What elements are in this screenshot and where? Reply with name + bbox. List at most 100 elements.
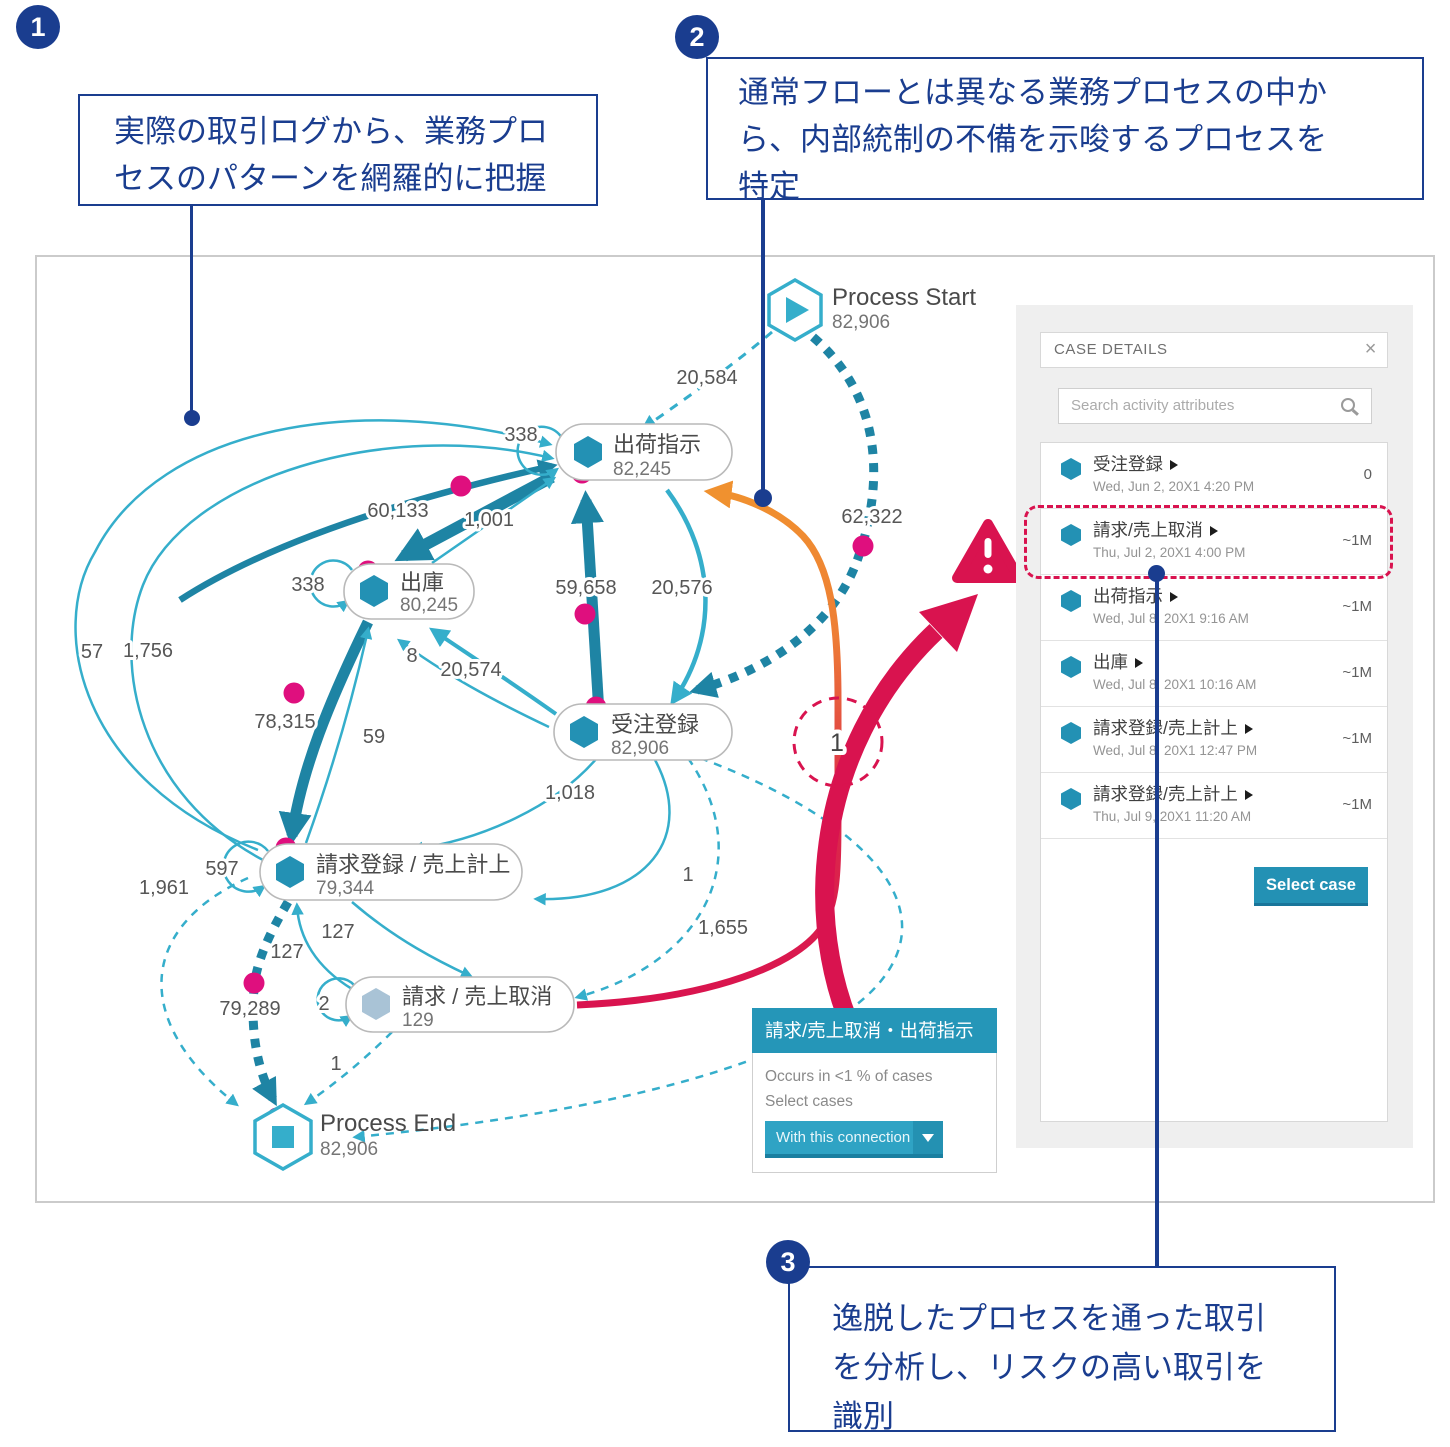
hexagon-icon — [1061, 788, 1081, 810]
svg-text:1,001: 1,001 — [464, 509, 514, 531]
caret-right-icon — [1244, 724, 1253, 734]
node-process-start[interactable]: Process Start 82,906 — [767, 277, 976, 343]
callout-1-box: 実際の取引ログから、業務プロセスのパターンを網羅的に把握 — [78, 94, 598, 206]
caret-right-icon — [1209, 526, 1218, 536]
node-order-entry-label: 受注登録 — [611, 712, 699, 737]
callout-2-badge: 2 — [675, 15, 719, 59]
item-date: Wed, Jul 8, 20X1 9:16 AM — [1093, 611, 1249, 626]
node-goods-issue-value: 80,245 — [400, 595, 458, 616]
caret-right-icon — [1135, 658, 1143, 668]
node-order-entry[interactable]: 受注登録 82,906 — [553, 703, 733, 761]
with-this-connection-dropdown[interactable]: With this connection — [765, 1121, 943, 1158]
hexagon-icon — [1061, 590, 1081, 612]
anomaly-count-label: 1 — [830, 729, 844, 757]
item-label: 請求登録/売上計上 — [1093, 718, 1238, 738]
node-process-start-label: Process Start — [832, 284, 976, 311]
svg-text:1,756: 1,756 — [123, 640, 173, 662]
caret-right-icon — [1170, 460, 1178, 470]
node-billing-cancel-value: 129 — [402, 1010, 434, 1031]
node-billing-value: 79,344 — [316, 878, 375, 899]
callout-2-connector — [761, 199, 765, 491]
hexagon-icon — [1061, 524, 1081, 546]
svg-text:79,289: 79,289 — [219, 998, 280, 1020]
activity-list: 受注登録 Wed, Jun 2, 20X1 4:20 PM 0 請求/売上取消 … — [1024, 442, 1393, 1122]
item-date: Wed, Jun 2, 20X1 4:20 PM — [1093, 479, 1255, 494]
search-input[interactable] — [1069, 389, 1323, 422]
risk-arrow — [815, 594, 978, 1067]
item-label: 受注登録 — [1093, 454, 1163, 474]
hexagon-icon — [1061, 656, 1081, 678]
item-label: 請求登録/売上計上 — [1093, 784, 1238, 804]
node-shipping-instruction[interactable]: 出荷指示 82,245 — [555, 423, 733, 481]
callout-1-connector — [190, 206, 193, 412]
svg-text:1,655: 1,655 — [698, 917, 748, 939]
warning-icon — [952, 519, 1024, 583]
node-billing[interactable]: 請求登録 / 売上計上 79,344 — [259, 843, 523, 901]
item-value: ~1M — [1342, 598, 1372, 615]
list-item[interactable]: 出庫 Wed, Jul 8, 20X1 10:16 AM ~1M — [1041, 641, 1387, 707]
list-item-highlighted[interactable]: 請求/売上取消 Thu, Jul 2, 20X1 4:00 PM ~1M — [1024, 505, 1393, 579]
node-goods-issue[interactable]: 出庫 80,245 — [343, 563, 475, 620]
svg-text:20,584: 20,584 — [676, 367, 737, 389]
close-icon[interactable]: × — [1364, 338, 1377, 360]
dropdown-label: With this connection — [776, 1129, 911, 1146]
node-shipping-label: 出荷指示 — [613, 432, 701, 457]
node-shipping-value: 82,245 — [613, 459, 671, 480]
item-value: ~1M — [1342, 796, 1372, 813]
svg-text:62,322: 62,322 — [841, 506, 902, 528]
svg-text:338: 338 — [504, 424, 537, 446]
svg-text:1: 1 — [682, 864, 693, 886]
node-process-end[interactable]: Process End 82,906 — [253, 1102, 456, 1172]
process-map-frame — [35, 255, 1435, 1203]
svg-text:60,133: 60,133 — [367, 500, 428, 522]
svg-text:59: 59 — [363, 726, 385, 748]
caret-right-icon — [1244, 790, 1253, 800]
item-value: 0 — [1363, 466, 1372, 483]
item-date: Thu, Jul 9, 20X1 11:20 AM — [1093, 809, 1252, 824]
caret-right-icon — [1170, 592, 1178, 602]
node-goods-issue-label: 出庫 — [400, 570, 444, 595]
item-date: Wed, Jul 8, 20X1 10:16 AM — [1093, 677, 1257, 692]
connection-tooltip-title: 請求/売上取消・出荷指示 — [752, 1008, 997, 1053]
list-item[interactable]: 出荷指示 Wed, Jul 8, 20X1 9:16 AM ~1M — [1041, 575, 1387, 641]
svg-text:20,574: 20,574 — [440, 659, 501, 681]
node-process-end-value: 82,906 — [320, 1139, 378, 1160]
chevron-down-icon[interactable] — [913, 1121, 943, 1154]
item-value: ~1M — [1342, 730, 1372, 747]
case-details-header: CASE DETAILS × — [1040, 332, 1388, 368]
tooltip-select-cases-text: Select cases — [765, 1093, 853, 1110]
callout-3-badge: 3 — [766, 1240, 810, 1284]
search-icon — [1341, 398, 1355, 412]
callout-1-badge: 1 — [16, 5, 60, 49]
list-item[interactable]: 受注登録 Wed, Jun 2, 20X1 4:20 PM 0 — [1041, 443, 1387, 509]
item-label: 出庫 — [1093, 652, 1128, 672]
list-item[interactable]: 請求登録/売上計上 Thu, Jul 9, 20X1 11:20 AM ~1M — [1041, 773, 1387, 839]
svg-text:338: 338 — [291, 574, 324, 596]
select-case-button[interactable]: Select case — [1254, 867, 1368, 906]
svg-text:59,658: 59,658 — [555, 577, 616, 599]
hexagon-icon — [1061, 722, 1081, 744]
svg-text:127: 127 — [321, 921, 354, 943]
callout-3-box: 逸脱したプロセスを通った取引を分析し、リスクの高い取引を識別 — [788, 1266, 1336, 1434]
svg-text:1,018: 1,018 — [545, 782, 595, 804]
item-value: ~1M — [1342, 664, 1372, 681]
callout-2-connector-dot — [754, 489, 772, 507]
callout-2-box: 通常フローとは異なる業務プロセスの中から、内部統制の不備を示唆するプロセスを特定 — [706, 57, 1424, 204]
connection-tooltip: 請求/売上取消・出荷指示 Occurs in <1 % of cases Sel… — [752, 1008, 997, 1173]
svg-text:57: 57 — [81, 641, 103, 663]
svg-text:8: 8 — [406, 645, 417, 667]
svg-text:20,576: 20,576 — [651, 577, 712, 599]
anomaly-circle — [792, 696, 884, 788]
item-label: 請求/売上取消 — [1093, 520, 1203, 540]
callout-1-connector-dot — [184, 410, 200, 426]
node-billing-cancel[interactable]: 請求 / 売上取消 129 — [345, 976, 575, 1033]
list-item[interactable]: 請求登録/売上計上 Wed, Jul 8, 20X1 12:47 PM ~1M — [1041, 707, 1387, 773]
item-label: 出荷指示 — [1093, 586, 1163, 606]
item-value: ~1M — [1342, 532, 1372, 549]
node-billing-cancel-label: 請求 / 売上取消 — [402, 984, 552, 1009]
case-details-title: CASE DETAILS — [1054, 341, 1168, 358]
svg-text:127: 127 — [270, 941, 303, 963]
callout-3-connector — [1155, 573, 1159, 1268]
hexagon-icon — [1061, 458, 1081, 480]
